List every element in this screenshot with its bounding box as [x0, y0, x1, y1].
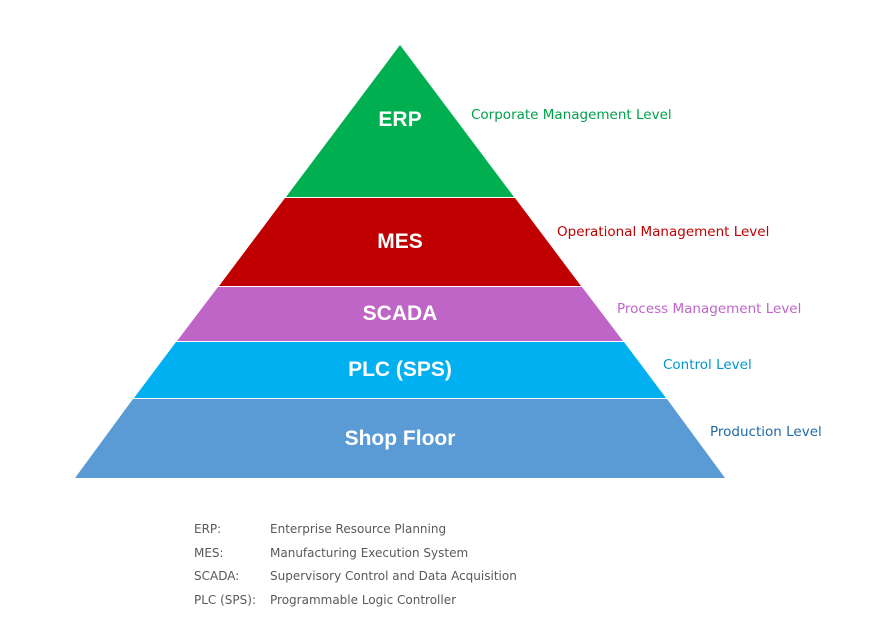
- pyramid-layer-mes: MES: [219, 198, 581, 286]
- erp-layer-title: ERP: [378, 108, 421, 131]
- pyramid-layer-plc: PLC (SPS): [134, 342, 666, 398]
- legend-row-erp: ERP: Enterprise Resource Planning: [194, 519, 517, 543]
- pyramid-layer-scada: SCADA: [177, 287, 623, 341]
- legend-description: Supervisory Control and Data Acquisition: [270, 569, 517, 583]
- level-label-corporate: Corporate Management Level: [471, 107, 672, 123]
- level-label-control: Control Level: [663, 357, 752, 373]
- abbreviation-legend: ERP: Enterprise Resource Planning MES: M…: [194, 519, 517, 613]
- level-label-production: Production Level: [710, 424, 822, 440]
- legend-row-mes: MES: Manufacturing Execution System: [194, 543, 517, 567]
- legend-row-plc: PLC (SPS): Programmable Logic Controller: [194, 590, 517, 614]
- erp-layer-shape: [286, 45, 514, 197]
- legend-description: Programmable Logic Controller: [270, 592, 457, 607]
- legend-description: Enterprise Resource Planning: [270, 522, 447, 536]
- shop-floor-layer-title: Shop Floor: [345, 427, 456, 450]
- shop-floor-layer-shape: [75, 399, 725, 478]
- legend-abbreviation: PLC (SPS):: [194, 592, 256, 607]
- level-label-process: Process Management Level: [617, 301, 801, 317]
- level-label-operational: Operational Management Level: [557, 224, 769, 240]
- legend-description: Manufacturing Execution System: [270, 545, 469, 560]
- plc-layer-shape: [134, 342, 666, 398]
- mes-layer-title: MES: [377, 230, 423, 253]
- legend-abbreviation: SCADA:: [194, 569, 240, 583]
- plc-layer-title: PLC (SPS): [348, 358, 452, 381]
- legend-row-scada: SCADA: Supervisory Control and Data Acqu…: [194, 566, 517, 590]
- scada-layer-shape: [177, 287, 623, 341]
- legend-abbreviation: ERP:: [194, 522, 222, 536]
- legend-abbreviation: MES:: [194, 545, 224, 560]
- mes-layer-shape: [219, 198, 581, 286]
- pyramid-layer-shop-floor: Shop Floor: [75, 399, 725, 478]
- scada-layer-title: SCADA: [363, 302, 438, 325]
- pyramid-layer-erp: ERP: [286, 45, 514, 197]
